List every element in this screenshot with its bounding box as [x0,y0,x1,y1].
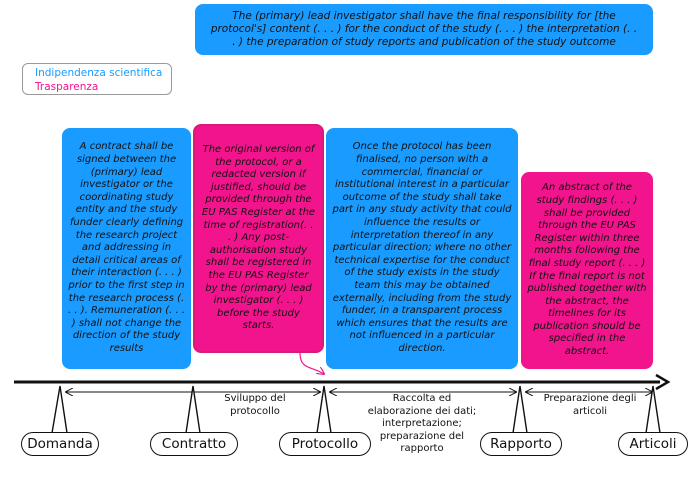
phase-label-data-collection: Raccolta ed elaborazione dei dati; inter… [367,393,477,454]
milestone-protocollo: Protocollo [279,432,371,456]
phase-label-article-preparation: Preparazione degli articoli [543,393,637,417]
spike-domanda [51,385,68,434]
register-to-protocol-arrow [299,352,324,374]
register-box: The original version of the protocol, or… [193,124,324,353]
contract-text: A contract shall be signed between the (… [68,141,186,354]
contract-box: A contract shall be signed between the (… [62,128,191,369]
legend: Indipendenza scientifica Trasparenza [22,63,172,95]
abstract-text: An abstract of the study findings (. . .… [527,182,647,358]
milestone-contratto: Contratto [150,432,238,456]
spike-rapporto [512,385,528,434]
legend-item-transparency: Trasparenza [35,80,99,93]
lead-investigator-box: The (primary) lead investigator shall ha… [195,4,653,55]
lead-investigator-text: The (primary) lead investigator shall ha… [210,9,638,49]
finalised-protocol-box: Once the protocol has been finalised, no… [326,128,518,369]
abstract-box: An abstract of the study findings (. . .… [521,172,653,369]
milestone-rapporto: Rapporto [480,432,562,456]
timeline-arrowhead [655,373,671,391]
finalised-protocol-text: Once the protocol has been finalised, no… [332,141,512,354]
phase-label-protocol-development: Sviluppo del protocollo [224,393,286,417]
milestone-domanda: Domanda [21,432,99,456]
register-text: The original version of the protocol, or… [201,144,316,332]
legend-item-scientific-independence: Indipendenza scientifica [35,67,163,79]
spike-protocollo [316,385,332,434]
spike-articoli [645,385,661,434]
milestone-articoli: Articoli [618,432,688,456]
spike-contratto [185,385,201,434]
